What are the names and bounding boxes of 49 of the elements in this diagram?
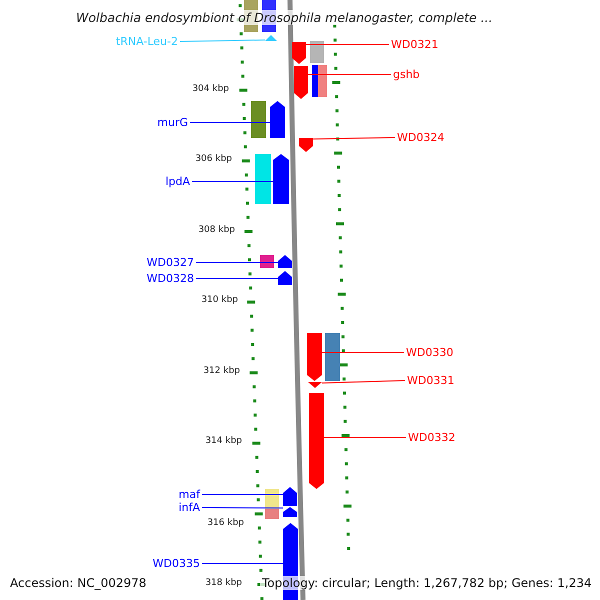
leader-line <box>196 262 278 263</box>
gene-feature-block <box>278 255 292 268</box>
gene-feature-block <box>299 138 313 152</box>
scale-label: 312 kbp <box>203 366 240 377</box>
gene-feature-block <box>273 154 289 204</box>
leader-line <box>312 137 396 140</box>
gene-label: WD0324 <box>397 131 444 144</box>
scale-label: 308 kbp <box>198 225 235 236</box>
leader-line <box>322 352 404 353</box>
scale-label: 314 kbp <box>205 436 242 447</box>
leader-line <box>202 494 284 495</box>
gene-label: lpdA <box>165 175 190 188</box>
gene-label: murG <box>157 116 188 129</box>
gene-label: WD0335 <box>152 557 200 570</box>
scale-label: 310 kbp <box>201 295 238 306</box>
gene-feature-block <box>283 487 297 506</box>
gene-feature-block <box>309 393 324 489</box>
leader-line <box>202 507 284 508</box>
gene-label: WD0330 <box>406 346 454 359</box>
gene-label: gshb <box>393 68 420 81</box>
leader-line <box>308 74 392 75</box>
gene-label: WD0327 <box>146 256 194 269</box>
leader-line <box>192 181 274 182</box>
gene-feature-block <box>278 271 292 285</box>
gene-label: WD0331 <box>407 374 454 387</box>
leader-line <box>322 380 406 384</box>
gene-feature-block <box>292 42 306 64</box>
gene-label: WD0328 <box>146 272 194 285</box>
scale-label: 318 kbp <box>205 578 242 589</box>
leader-line <box>306 44 390 45</box>
gene-label: infA <box>178 501 200 514</box>
scale-label: 316 kbp <box>207 518 244 529</box>
gene-label: maf <box>178 488 200 501</box>
gene-feature-block <box>283 507 297 517</box>
scale-label: 304 kbp <box>192 84 229 95</box>
gene-label: WD0332 <box>408 431 456 444</box>
leader-line <box>324 437 406 438</box>
gene-label: WD0321 <box>391 38 438 51</box>
caption-text: Accession: NC_002978 <box>8 576 148 590</box>
gene-feature-block <box>270 101 285 138</box>
gene-feature-block <box>265 35 277 41</box>
leader-line <box>196 278 278 279</box>
leader-line <box>180 40 266 42</box>
gene-feature-block <box>294 66 308 99</box>
leader-line <box>202 563 284 564</box>
gene-label: tRNA-Leu-2 <box>116 35 178 48</box>
scale-label: 306 kbp <box>195 154 232 165</box>
leader-line <box>190 122 270 123</box>
caption-text: Topology: circular; Length: 1,267,782 bp; Genes: 1,234 <box>260 576 594 590</box>
